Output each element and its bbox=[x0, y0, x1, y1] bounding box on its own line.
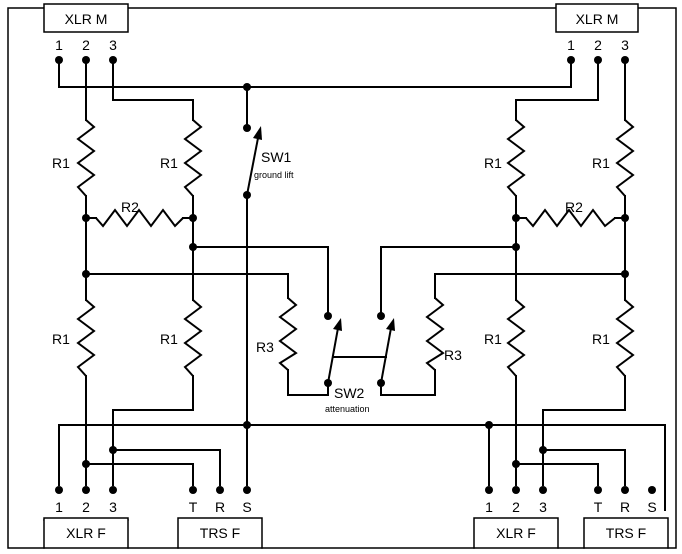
r1-label: R1 bbox=[592, 331, 610, 347]
r2-label: R2 bbox=[121, 199, 139, 215]
pin-label: S bbox=[647, 499, 656, 515]
pin-label: 3 bbox=[109, 37, 117, 53]
resistor-r2 bbox=[525, 208, 616, 228]
r1-label: R1 bbox=[160, 331, 178, 347]
junctions bbox=[55, 56, 656, 494]
resistor-r1 bbox=[76, 299, 96, 377]
pin-label: 1 bbox=[485, 499, 493, 515]
resistor-r1 bbox=[506, 299, 526, 377]
pin-label: 3 bbox=[539, 499, 547, 515]
connector-label: XLR M bbox=[65, 11, 108, 27]
pin-label: 1 bbox=[55, 37, 63, 53]
resistor-r1 bbox=[183, 119, 203, 197]
sw1-label: SW1 bbox=[261, 149, 292, 165]
connector-xlr-f-left: XLR F bbox=[43, 517, 129, 549]
pin-label: 1 bbox=[567, 37, 575, 53]
pin-label: 1 bbox=[55, 499, 63, 515]
connector-label: TRS F bbox=[200, 525, 240, 541]
resistor-r1 bbox=[183, 299, 203, 377]
connector-trs-f-left: TRS F bbox=[177, 517, 263, 549]
enclosure-outline bbox=[7, 7, 677, 549]
pin-label: R bbox=[620, 499, 630, 515]
pin-label: 2 bbox=[82, 37, 90, 53]
switch-sw2 bbox=[324, 312, 395, 387]
r1-label: R1 bbox=[52, 331, 70, 347]
pin-labels: 1 2 3 1 2 3 1 2 3 T R S 1 2 3 T R S bbox=[55, 37, 657, 515]
connector-trs-f-right: TRS F bbox=[583, 517, 669, 549]
pin-label: 2 bbox=[594, 37, 602, 53]
connector-label: XLR F bbox=[496, 525, 536, 541]
sw1-description: ground lift bbox=[254, 170, 294, 180]
resistor-r1 bbox=[506, 119, 526, 197]
sw2-description: attenuation bbox=[325, 404, 370, 414]
resistor-r1 bbox=[615, 299, 635, 377]
pin-label: T bbox=[189, 499, 198, 515]
sw2-label: SW2 bbox=[334, 385, 365, 401]
switch-sw1 bbox=[243, 124, 262, 199]
pin-label: 3 bbox=[621, 37, 629, 53]
r2-label: R2 bbox=[565, 199, 583, 215]
resistor-r2 bbox=[95, 208, 184, 228]
resistor-r3 bbox=[278, 297, 298, 371]
connector-xlr-m-left: XLR M bbox=[43, 3, 129, 33]
connector-label: TRS F bbox=[606, 525, 646, 541]
resistors bbox=[76, 119, 635, 377]
wires bbox=[58, 59, 666, 511]
r3-label: R3 bbox=[444, 347, 462, 363]
r1-label: R1 bbox=[160, 155, 178, 171]
resistor-r1 bbox=[76, 119, 96, 197]
connector-label: XLR M bbox=[576, 11, 619, 27]
connector-xlr-f-right: XLR F bbox=[473, 517, 559, 549]
pin-label: 2 bbox=[82, 499, 90, 515]
pin-label: S bbox=[242, 499, 251, 515]
r1-label: R1 bbox=[592, 155, 610, 171]
pin-label: T bbox=[594, 499, 603, 515]
r1-label: R1 bbox=[52, 155, 70, 171]
resistor-r3 bbox=[425, 297, 445, 371]
r1-label: R1 bbox=[484, 331, 502, 347]
connector-label: XLR F bbox=[66, 525, 106, 541]
pin-label: R bbox=[215, 499, 225, 515]
resistor-r1 bbox=[615, 119, 635, 197]
component-labels: R1 R1 R1 R1 R1 R1 R1 R1 R2 R2 R3 R3 SW1 … bbox=[52, 149, 610, 414]
pin-label: 3 bbox=[109, 499, 117, 515]
pin-label: 2 bbox=[512, 499, 520, 515]
r1-label: R1 bbox=[484, 155, 502, 171]
connector-xlr-m-right: XLR M bbox=[555, 3, 639, 33]
r3-label: R3 bbox=[256, 339, 274, 355]
